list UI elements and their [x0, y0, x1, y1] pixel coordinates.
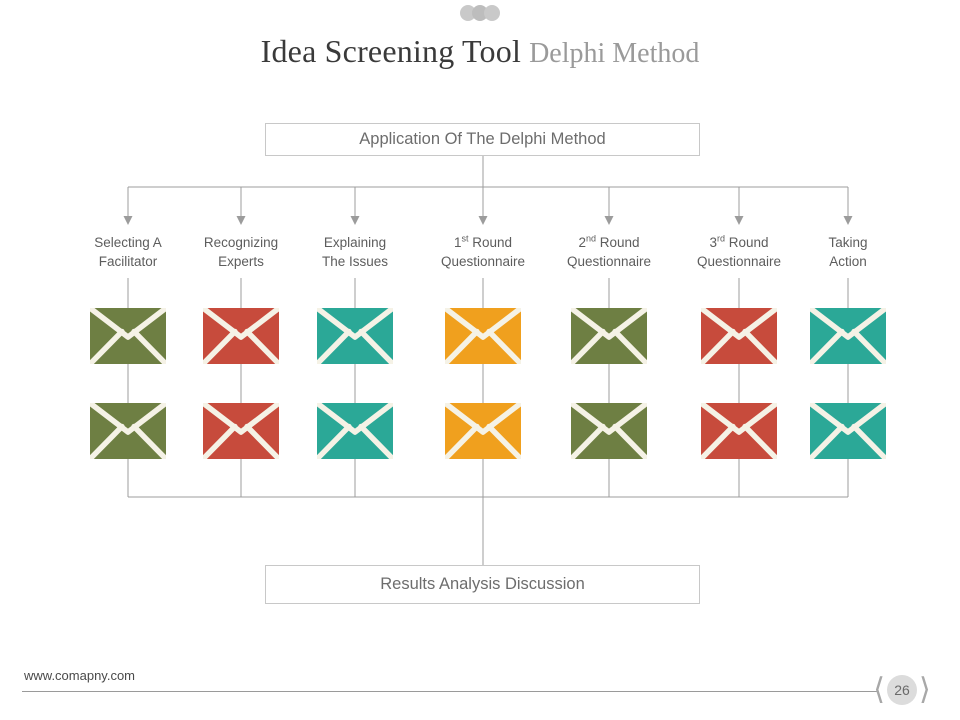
column-label-line1: Selecting A	[94, 235, 162, 250]
title-main: Idea Screening Tool	[260, 33, 522, 69]
bottom-results-box[interactable]: Results Analysis Discussion	[265, 565, 700, 604]
column-label-line1: Recognizing	[203, 235, 279, 250]
column-label-line2: The Issues	[321, 254, 389, 269]
title-subtitle: Delphi Method	[529, 38, 700, 69]
envelope-icon[interactable]	[317, 308, 393, 364]
column-label-line2: Questionnaire	[696, 254, 782, 269]
column-label-line2: Experts	[218, 254, 264, 269]
page-navigation: ⟨ 26 ⟩	[856, 668, 948, 712]
footer-divider	[22, 691, 877, 692]
envelope-icon[interactable]	[701, 403, 777, 459]
column-label-line1: 3rd Round	[709, 233, 769, 250]
bottom-results-box-label: Results Analysis Discussion	[380, 575, 585, 593]
envelope-icon[interactable]	[203, 308, 279, 364]
envelope-icon[interactable]	[571, 403, 647, 459]
column-label-line1: 2nd Round	[578, 233, 640, 250]
column-label-line1: Explaining	[323, 235, 387, 250]
envelope-icon[interactable]	[317, 403, 393, 459]
envelope-icon[interactable]	[810, 403, 886, 459]
column-label-line2: Action	[829, 254, 867, 269]
dot-icon	[484, 5, 500, 21]
envelope-icon[interactable]	[90, 308, 166, 364]
envelope-icon[interactable]	[571, 308, 647, 364]
column-label-line1: Taking	[828, 235, 868, 250]
column-label-line2: Facilitator	[98, 254, 158, 269]
envelope-icon[interactable]	[445, 308, 521, 364]
column-label-line2: Questionnaire	[440, 254, 526, 269]
envelope-icon[interactable]	[445, 403, 521, 459]
column-label-line1: 1st Round	[453, 233, 513, 250]
footer-url: www.comapny.com	[24, 668, 136, 683]
column-label-line2: Questionnaire	[566, 254, 652, 269]
envelope-icon[interactable]	[203, 403, 279, 459]
top-process-box[interactable]: Application Of The Delphi Method	[265, 123, 700, 156]
envelope-icon[interactable]	[701, 308, 777, 364]
page-number-badge: 26	[887, 675, 917, 705]
envelope-row-1	[0, 308, 960, 364]
envelope-icon[interactable]	[810, 308, 886, 364]
envelope-icon[interactable]	[90, 403, 166, 459]
top-process-box-label: Application Of The Delphi Method	[359, 130, 606, 148]
header-dots-decoration	[460, 5, 500, 21]
chevron-left-icon[interactable]: ⟨	[873, 672, 885, 707]
column-label-1: Selecting A Facilitator	[94, 233, 162, 271]
envelope-row-2	[0, 403, 960, 459]
chevron-right-icon[interactable]: ⟩	[919, 672, 931, 707]
